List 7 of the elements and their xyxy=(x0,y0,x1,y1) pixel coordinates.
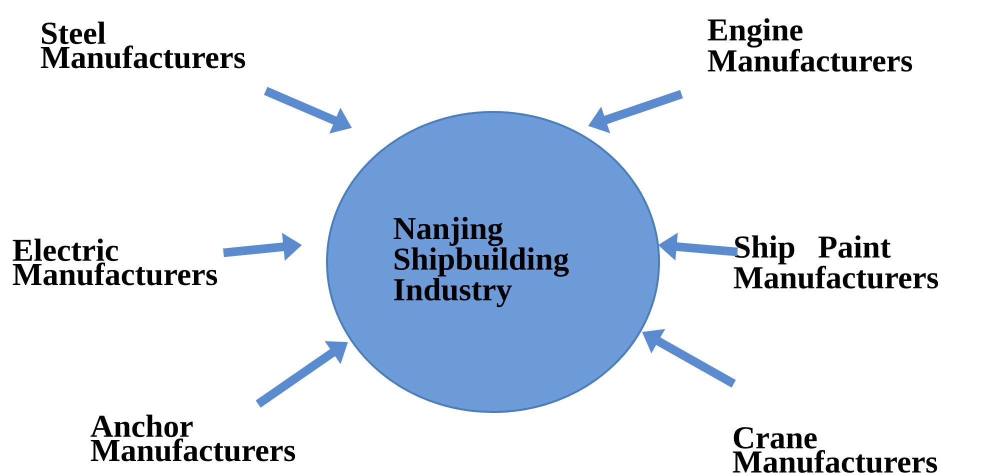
node-label: Engine Manufacturers xyxy=(708,18,912,72)
node-label: Ship Paint Manufacturers xyxy=(734,235,938,289)
circle-node: Nanjing Shipbuilding Industry xyxy=(326,111,660,413)
node-label: Electric Manufacturers xyxy=(12,238,218,286)
node-label: Anchor Manufacturers xyxy=(90,414,296,462)
node-label: Crane Manufacturers xyxy=(732,427,938,473)
node-label: Steel Manufacturers xyxy=(40,22,246,68)
